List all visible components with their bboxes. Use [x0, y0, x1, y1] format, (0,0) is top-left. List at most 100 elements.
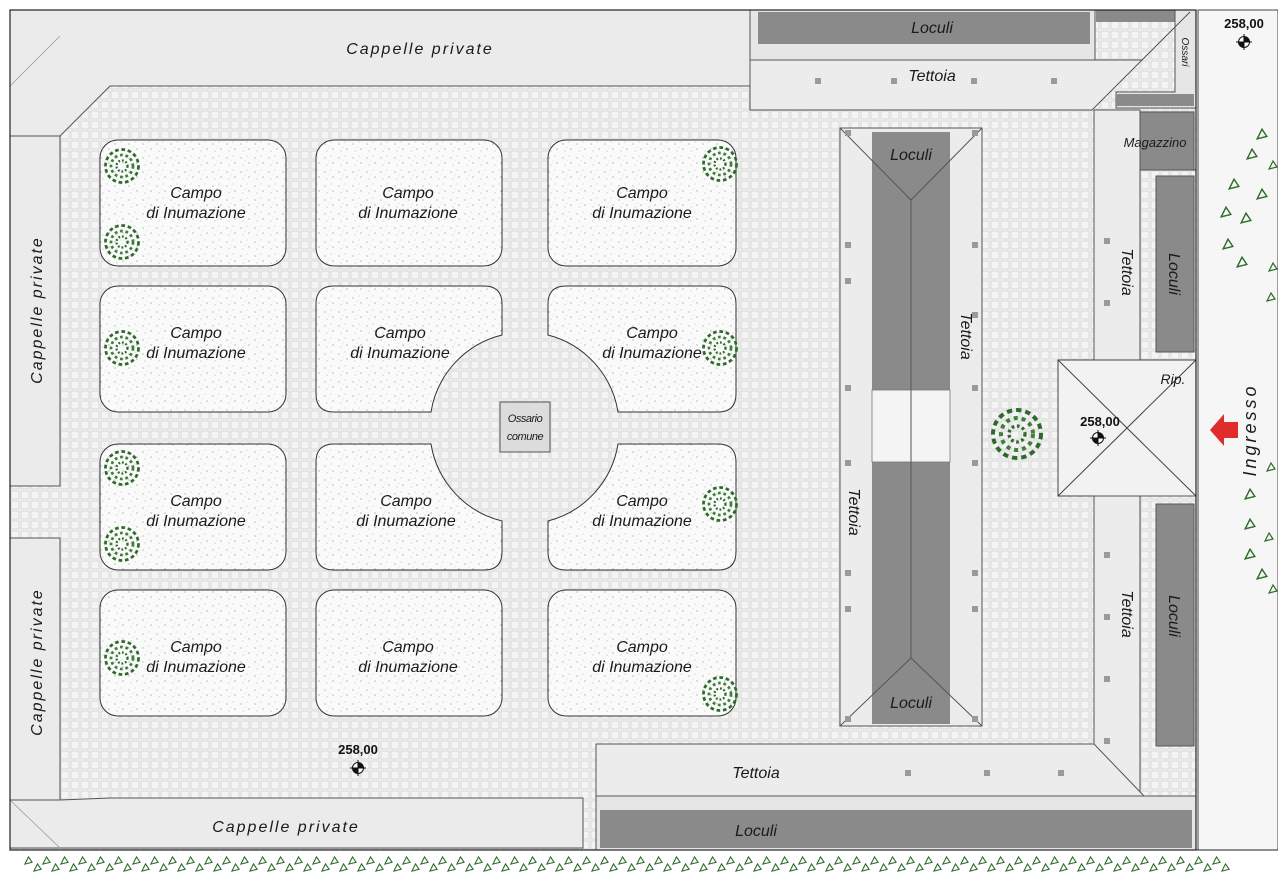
cappelle-label-bottom: Cappelle private: [212, 819, 360, 836]
hedge-leaf-icon: [843, 863, 852, 872]
campo-label: di Inumazione: [146, 513, 246, 530]
field-1-3: [547, 139, 737, 267]
elevation-label-top-right: 258,00: [1224, 16, 1264, 31]
field-4-2: [315, 589, 503, 717]
hedge-leaf-icon: [762, 856, 771, 865]
hedge-leaf-icon: [600, 856, 609, 865]
tettoia-label-central-lower: Tettoia: [845, 488, 862, 536]
hedge-leaf-icon: [1158, 856, 1167, 865]
hedge-leaf-icon: [231, 863, 240, 872]
hedge-leaf-icon: [537, 863, 546, 872]
hedge-leaf-icon: [771, 863, 780, 872]
hedge-leaf-icon: [618, 856, 627, 865]
cappelle-label-left-lower: Cappelle private: [29, 588, 46, 736]
hedge-leaf-icon: [942, 856, 951, 865]
hedge-leaf-icon: [1068, 856, 1077, 865]
hedge-leaf-icon: [888, 856, 897, 865]
hedge-leaf-icon: [51, 863, 60, 872]
paving-area: [10, 10, 1196, 850]
campo-label: Campo: [616, 185, 668, 202]
ossario-label: comune: [507, 431, 544, 443]
hedge-leaf-icon: [195, 863, 204, 872]
field-4-3: [547, 589, 737, 717]
hedge-leaf-icon: [1059, 863, 1068, 872]
hedge-leaf-icon: [987, 863, 996, 872]
hedge-leaf-icon: [1140, 856, 1149, 865]
pillars: [815, 78, 1110, 776]
hedge-leaf-icon: [1131, 863, 1140, 872]
campo-label: di Inumazione: [146, 205, 246, 222]
hedge-leaf-icon: [1032, 856, 1041, 865]
ossario-label: Ossario: [508, 413, 543, 425]
hedge-leaf-icon: [627, 863, 636, 872]
hedge-leaf-icon: [834, 856, 843, 865]
loculi-label-top: Loculi: [911, 20, 953, 37]
hedge-leaf-icon: [573, 863, 582, 872]
hedge-leaf-icon: [1050, 856, 1059, 865]
campo-label: Campo: [626, 325, 678, 342]
hedge-leaf-icon: [1014, 856, 1023, 865]
hedge-leaf-icon: [33, 863, 42, 872]
hedge-leaf-icon: [375, 863, 384, 872]
campo-label: Campo: [382, 185, 434, 202]
campo-label: Campo: [170, 325, 222, 342]
field-3-1: [99, 443, 287, 571]
hedge-leaf-icon: [465, 863, 474, 872]
hedge-leaf-icon: [141, 863, 150, 872]
hedge-leaf-icon: [1041, 863, 1050, 872]
hedge-leaf-icon: [1203, 863, 1212, 872]
campo-label: di Inumazione: [350, 345, 450, 362]
hedge-leaf-icon: [303, 863, 312, 872]
elevation-label-entrance: 258,00: [1080, 414, 1120, 429]
hedge-leaf-icon: [996, 856, 1005, 865]
hedge-leaf-icon: [78, 856, 87, 865]
field-2-2: [315, 285, 503, 413]
hedge-leaf-icon: [933, 863, 942, 872]
hedge-leaf-icon: [420, 856, 429, 865]
hedge-leaf-icon: [1113, 863, 1122, 872]
hedge-leaf-icon: [258, 856, 267, 865]
hedge-leaf-icon: [1104, 856, 1113, 865]
loculi-label-bottom: Loculi: [735, 823, 777, 840]
hedge-leaf-icon: [357, 863, 366, 872]
hedge-leaf-icon: [1176, 856, 1185, 865]
hedge-leaf-icon: [519, 863, 528, 872]
hedge-leaf-icon: [285, 863, 294, 872]
campo-label: Campo: [374, 325, 426, 342]
hedge-leaf-icon: [150, 856, 159, 865]
hedge-leaf-icon: [654, 856, 663, 865]
hedge-leaf-icon: [132, 856, 141, 865]
campo-label: Campo: [170, 493, 222, 510]
hedge-leaf-icon: [492, 856, 501, 865]
campo-label: di Inumazione: [146, 659, 246, 676]
hedge-leaf-icon: [267, 863, 276, 872]
loculi-bottom: [600, 810, 1192, 848]
hedge-leaf-icon: [645, 863, 654, 872]
campo-label: di Inumazione: [592, 513, 692, 530]
hedge-leaf-icon: [681, 863, 690, 872]
hedge-leaf-icon: [1149, 863, 1158, 872]
tettoia-label-right-upper: Tettoia: [1118, 248, 1135, 296]
hedge-leaf-icon: [816, 856, 825, 865]
campo-label: di Inumazione: [602, 345, 702, 362]
tettoia-label-top: Tettoia: [908, 68, 956, 85]
hedge-leaf-icon: [240, 856, 249, 865]
hedge-leaf-icon: [123, 863, 132, 872]
hedge-leaf-icon: [312, 856, 321, 865]
ossario-comune-box: [499, 401, 551, 453]
rip-label: Rip.: [1161, 371, 1186, 387]
hedge-leaf-icon: [636, 856, 645, 865]
tettoia-label-right-lower: Tettoia: [1118, 590, 1135, 638]
magazzino-label: Magazzino: [1124, 135, 1187, 150]
hedge-leaf-icon: [1005, 863, 1014, 872]
campo-label: di Inumazione: [358, 205, 458, 222]
hedge-leaf-icon: [366, 856, 375, 865]
hedge-leaf-icon: [798, 856, 807, 865]
campo-label: di Inumazione: [592, 205, 692, 222]
hedge-leaf-icon: [402, 856, 411, 865]
hedge-leaf-icon: [924, 856, 933, 865]
hedge-leaf-icon: [951, 863, 960, 872]
hedge-leaf-icon: [213, 863, 222, 872]
hedge-leaf-icon: [186, 856, 195, 865]
